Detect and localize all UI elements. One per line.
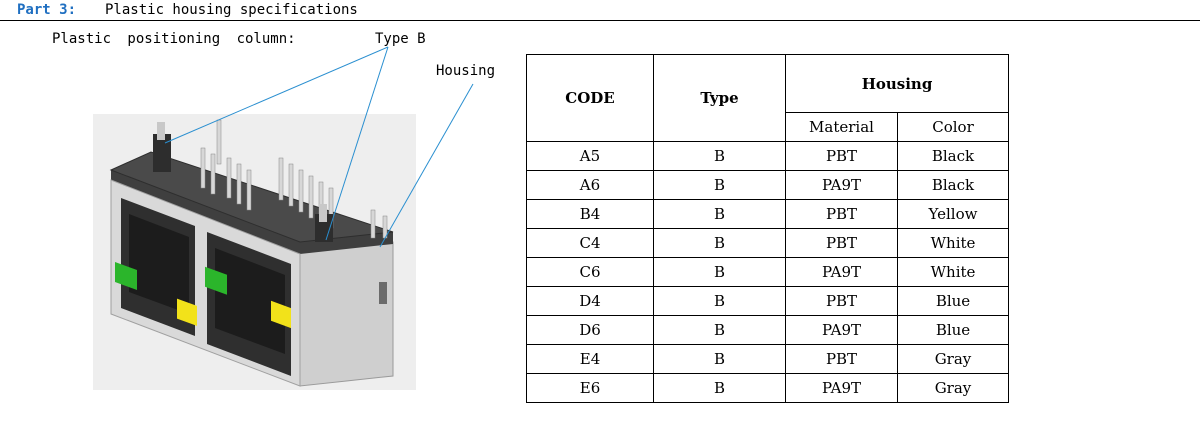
section-title: Plastic housing specifications	[105, 2, 358, 18]
cell-type: B	[653, 344, 786, 374]
table-row: E6 B PA9T Gray	[526, 373, 1009, 403]
cell-material: PBT	[785, 344, 898, 374]
cell-color: Blue	[897, 315, 1009, 345]
cell-code: B4	[526, 199, 654, 229]
part-number: Part 3:	[17, 2, 77, 18]
table-row: B4 B PBT Yellow	[526, 199, 1009, 229]
table-row: D4 B PBT Blue	[526, 286, 1009, 316]
cell-color: Black	[897, 170, 1009, 200]
type-b-callout: Type B	[375, 31, 426, 47]
cell-code: D4	[526, 286, 654, 316]
cell-code: C6	[526, 257, 654, 287]
cell-material: PBT	[785, 199, 898, 229]
header-code: CODE	[526, 54, 654, 142]
table-row: E4 B PBT Gray	[526, 344, 1009, 374]
cell-color: Yellow	[897, 199, 1009, 229]
table-row: A5 B PBT Black	[526, 141, 1009, 171]
cell-color: Blue	[897, 286, 1009, 316]
cell-type: B	[653, 141, 786, 171]
cell-material: PA9T	[785, 315, 898, 345]
cell-material: PA9T	[785, 170, 898, 200]
cell-code: C4	[526, 228, 654, 258]
cell-code: E4	[526, 344, 654, 374]
cell-material: PA9T	[785, 257, 898, 287]
cell-type: B	[653, 315, 786, 345]
cell-color: Gray	[897, 344, 1009, 374]
positioning-column-label: Plastic positioning column:	[52, 31, 296, 47]
cell-type: B	[653, 170, 786, 200]
cell-code: E6	[526, 373, 654, 403]
header-color: Color	[897, 112, 1009, 142]
table-row: D6 B PA9T Blue	[526, 315, 1009, 345]
cell-type: B	[653, 228, 786, 258]
cell-material: PA9T	[785, 373, 898, 403]
cell-material: PBT	[785, 141, 898, 171]
cell-type: B	[653, 286, 786, 316]
table-row: C4 B PBT White	[526, 228, 1009, 258]
table-row: A6 B PA9T Black	[526, 170, 1009, 200]
header-housing: Housing	[785, 54, 1009, 113]
cell-type: B	[653, 373, 786, 403]
cell-material: PBT	[785, 286, 898, 316]
cell-color: White	[897, 257, 1009, 287]
cell-type: B	[653, 199, 786, 229]
header-type: Type	[653, 54, 786, 142]
section-header: Part 3: Plastic housing specifications	[0, 0, 1200, 21]
cell-material: PBT	[785, 228, 898, 258]
cell-code: A6	[526, 170, 654, 200]
header-material: Material	[785, 112, 898, 142]
housing-spec-table: CODE Type Housing Material Color A5 B PB…	[526, 54, 1009, 403]
cell-color: White	[897, 228, 1009, 258]
cell-type: B	[653, 257, 786, 287]
cell-color: Gray	[897, 373, 1009, 403]
cell-color: Black	[897, 141, 1009, 171]
housing-callout: Housing	[436, 63, 496, 79]
cell-code: D6	[526, 315, 654, 345]
cell-code: A5	[526, 141, 654, 171]
rj45-dual-port-connector-icon	[93, 114, 416, 390]
table-row: C6 B PA9T White	[526, 257, 1009, 287]
